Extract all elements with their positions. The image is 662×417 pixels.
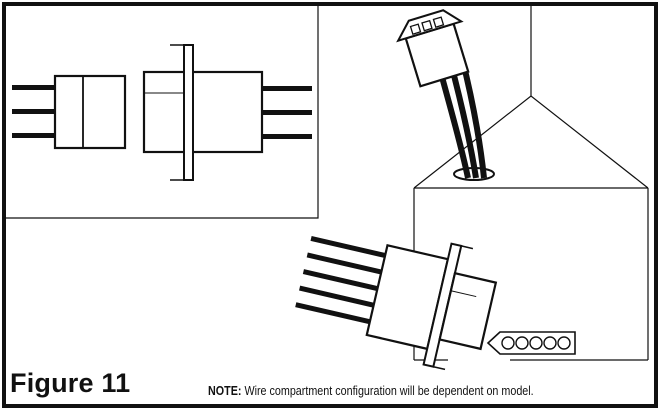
side-plug-insert-line — [450, 290, 477, 298]
wire-harness-plug-icon — [295, 235, 498, 371]
side-plug-wire — [299, 285, 377, 309]
inset-left-wire — [12, 109, 56, 114]
side-plug-wire — [310, 235, 388, 259]
inset-border — [5, 5, 319, 219]
top-plug-pin — [409, 23, 422, 35]
wire-harness-plug-icon — [396, 9, 487, 179]
side-plug-insert — [438, 271, 498, 351]
inset-receptacle — [142, 70, 264, 154]
inset-right-wire — [262, 110, 312, 115]
inset-panel — [5, 5, 319, 219]
inset-plug — [53, 74, 127, 150]
figure-note: NOTE: Wire compartment configuration wil… — [208, 384, 534, 398]
top-plug-pin — [432, 16, 445, 28]
top-plug-cap — [396, 9, 464, 43]
inset-left-wire — [12, 133, 56, 138]
inset-flange — [183, 44, 194, 181]
figure-title: Figure 11 — [10, 368, 131, 398]
terminal-hole — [557, 336, 571, 350]
top-plug-pin — [421, 19, 433, 32]
note-text: Wire compartment configuration will be d… — [244, 384, 534, 398]
side-plug-wire — [295, 302, 373, 325]
inset-right-wire — [262, 86, 312, 91]
connector-plug-and-receptacle-icon — [12, 44, 312, 181]
side-plug-wire — [302, 269, 380, 292]
terminal-strip-icon — [486, 331, 576, 355]
compartment-top — [413, 95, 649, 189]
terminal-hole — [501, 336, 515, 350]
figure-border — [2, 2, 658, 408]
inset-right-wire — [262, 134, 312, 139]
side-plug-wire — [306, 252, 384, 275]
terminal-hole — [543, 336, 557, 350]
terminal-hole — [529, 336, 543, 350]
terminal-hole — [515, 336, 529, 350]
note-label: NOTE: — [208, 384, 242, 398]
side-plug-flange-tabs — [433, 245, 474, 371]
inset-left-wire — [12, 85, 56, 90]
